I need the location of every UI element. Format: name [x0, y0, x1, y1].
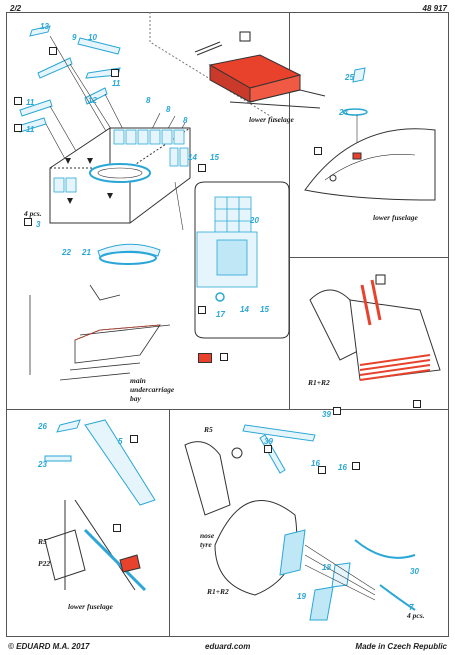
lower-fuselage-antenna-diagram	[304, 67, 436, 201]
panel-bottom-right	[169, 409, 449, 637]
part-number-3: 3	[36, 220, 41, 229]
part-number-8a: 8	[146, 96, 151, 105]
red-color-swatch	[198, 353, 212, 363]
caption-lower-fuselage-top: lower fuselage	[249, 115, 294, 124]
part-number-15b: 15	[260, 305, 269, 314]
website: eduard.com	[205, 642, 251, 651]
caption-nose-tyre: nose tyre	[200, 531, 215, 549]
caption-lower-fuselage-bottom: lower fuselage	[68, 602, 113, 611]
paint-icon	[113, 524, 121, 532]
part-number-16: 16	[311, 459, 320, 468]
part-number-26: 26	[38, 422, 47, 431]
part-number-8b: 8	[166, 105, 171, 114]
caption-4pcs-left: 4 pcs.	[24, 209, 42, 218]
part-number-10: 10	[88, 33, 97, 42]
part-number-23: 23	[38, 460, 47, 469]
product-code: 48 917	[422, 4, 447, 13]
caption-r1r2-right: R1+R2	[308, 378, 330, 387]
part-number-7: 7	[409, 603, 414, 612]
lower-fuselage-bottom-diagram	[44, 419, 156, 592]
caption-r5-top: R5	[204, 425, 213, 434]
part-number-24: 24	[339, 108, 348, 117]
cockpit-tub-diagram	[17, 25, 191, 265]
part-number-25: 25	[345, 73, 354, 82]
check-icon	[352, 462, 360, 470]
caption-main-undercarriage-bay: main undercarriage bay	[130, 376, 175, 403]
instrument-panel-detail	[174, 181, 290, 339]
caption-r1r2-bottom: R1+R2	[207, 587, 229, 596]
part-number-11c: 11	[26, 125, 35, 134]
page-number: 2/2	[10, 4, 22, 13]
part-number-20: 20	[250, 216, 259, 225]
part-number-22: 22	[62, 248, 71, 257]
part-number-14: 14	[188, 153, 197, 162]
part-number-13: 13	[40, 22, 49, 31]
part-number-17: 17	[216, 310, 225, 319]
nose-gear-bay-diagram	[309, 274, 441, 381]
part-number-39: 39	[322, 410, 331, 419]
fold-icon	[49, 47, 57, 55]
part-number-14b: 14	[240, 305, 249, 314]
lower-fuselage-red-panel	[194, 31, 326, 109]
country-of-origin: Made in Czech Republic	[355, 642, 447, 651]
fold-icon	[14, 97, 22, 105]
part-number-16b: 16	[338, 463, 347, 472]
part-number-30: 30	[410, 567, 419, 576]
caption-4pcs-right: 4 pcs.	[407, 611, 425, 620]
main-undercarriage-bay-diagram	[29, 284, 171, 381]
part-number-39b: 39	[264, 437, 273, 446]
part-number-18: 18	[322, 563, 331, 572]
paint-icon	[314, 147, 322, 155]
check-icon	[318, 466, 326, 474]
copyright: © EDUARD M.A. 2017	[8, 642, 90, 651]
nose-tyre-diagram	[184, 424, 416, 621]
photo-etch-icon	[220, 353, 228, 361]
check-icon	[198, 164, 206, 172]
check-icon	[130, 435, 138, 443]
fold-icon	[14, 124, 22, 132]
paint-icon	[413, 400, 421, 408]
part-number-5: 5	[118, 437, 123, 446]
part-number-11b: 11	[26, 98, 35, 107]
check-icon	[333, 407, 341, 415]
part-number-19: 19	[297, 592, 306, 601]
part-number-12: 12	[88, 96, 97, 105]
part-number-11a: 11	[112, 79, 121, 88]
part-number-15: 15	[210, 153, 219, 162]
part-number-8c: 8	[183, 116, 188, 125]
part-number-21: 21	[82, 248, 91, 257]
part-number-9: 9	[72, 33, 77, 42]
caption-lower-fuselage-right: lower fuselage	[373, 213, 418, 222]
fold-icon	[24, 218, 32, 226]
check-icon	[264, 445, 272, 453]
fold-icon	[111, 69, 119, 77]
caption-r5-left: R5	[38, 537, 47, 546]
check-icon	[198, 306, 206, 314]
caption-p22: P22	[38, 559, 51, 568]
lower-fuselage-detail-divider	[149, 12, 281, 123]
